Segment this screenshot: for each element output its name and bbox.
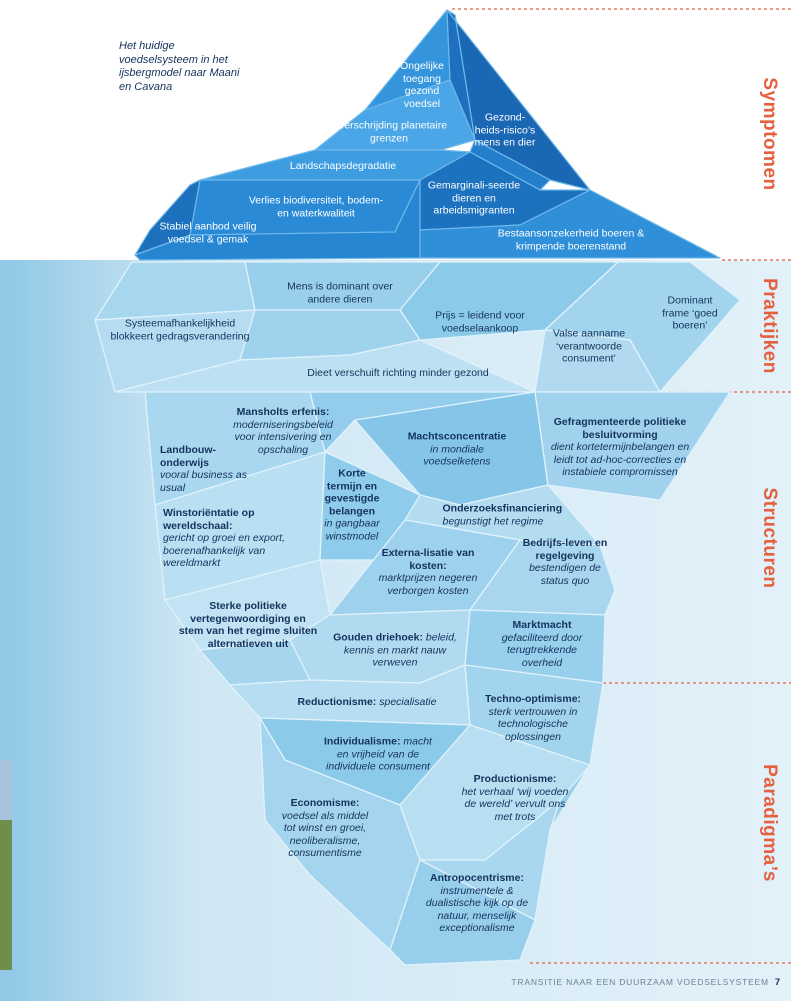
symptom-landschap: Landschapsdegradatie xyxy=(289,159,397,172)
practice-prijs: Prijs = leidend voor voedselaankoop xyxy=(435,309,525,335)
intro-text: Het huidige voedselsysteem in het ijsber… xyxy=(119,40,240,93)
practice-dominant: Dominant frame ‘goed boeren’ xyxy=(662,294,718,332)
paradigm-antropocentrisme: Antropocentrisme:instrumentele & dualist… xyxy=(425,871,529,934)
paradigm-economisme: Economisme:voedsel als middel tot winst … xyxy=(281,796,369,859)
symptom-ongelijke: Ongelijke toegang gezond voedsel xyxy=(400,60,444,110)
structure-mansholt: Mansholts erfenis:moderniseringsbeleid v… xyxy=(233,406,333,456)
symptom-bestaans: Bestaansonzekerheid boeren & krimpende b… xyxy=(497,227,645,253)
structure-sterke: Sterke politieke vertegenwoordiging en s… xyxy=(178,600,318,650)
practice-mens: Mens is dominant over andere dieren xyxy=(287,280,393,306)
structure-gefragmenteerd: Gefragmenteerde politieke besluitvorming… xyxy=(550,415,690,478)
section-label-structuren: Structuren xyxy=(759,487,780,589)
page-number: 7 xyxy=(774,977,781,988)
paradigm-techno: Techno-optimisme:sterk vertrouwen in tec… xyxy=(484,693,582,743)
paradigm-reductionisme: Reductionisme: specialisatie xyxy=(297,695,437,708)
structure-externalisatie: Externa-lisatie van kosten:marktprijzen … xyxy=(378,547,478,597)
symptom-overschrijding: Overschrijding planetaire grenzen xyxy=(330,119,448,145)
section-label-praktijken: Praktijken xyxy=(759,278,780,374)
practice-systeem: Systeemafhankelijkheid blokkeert gedrags… xyxy=(110,317,250,343)
practice-dieet: Dieet verschuift richting minder gezond xyxy=(307,366,489,379)
structure-winst: Winstoriëntatie op wereldschaal:gericht … xyxy=(163,506,285,569)
iceberg-tip xyxy=(134,9,721,261)
footer-title: TRANSITIE NAAR EEN DUURZAAM VOEDSELSYSTE… xyxy=(511,977,769,987)
symptom-verlies: Verlies biodiversiteit, bodem- en waterk… xyxy=(248,194,384,220)
structure-gouden: Gouden driehoek: beleid, kennis en markt… xyxy=(333,631,457,669)
symptom-gezondheid: Gezond-heids-risico’s mens en dier xyxy=(474,111,536,149)
page-footer: TRANSITIE NAAR EEN DUURZAAM VOEDSELSYSTE… xyxy=(511,977,781,988)
symptom-stabiel: Stabiel aanbod veilig voedsel & gemak xyxy=(159,220,257,246)
paradigm-individualisme: Individualisme: macht en vrijheid van de… xyxy=(324,735,432,773)
paradigm-productionisme: Productionisme:het verhaal ‘wij voeden d… xyxy=(461,773,569,823)
section-label-paradigmas: Paradigma’s xyxy=(759,764,780,882)
practice-valse: Valse aanname ‘verantwoorde consument’ xyxy=(552,327,626,365)
iceberg-underwater xyxy=(94,261,741,966)
section-label-symptomen: Symptomen xyxy=(759,77,780,191)
symptom-gemarginaliseerde: Gemarginali-seerde dieren en arbeidsmigr… xyxy=(427,179,521,217)
